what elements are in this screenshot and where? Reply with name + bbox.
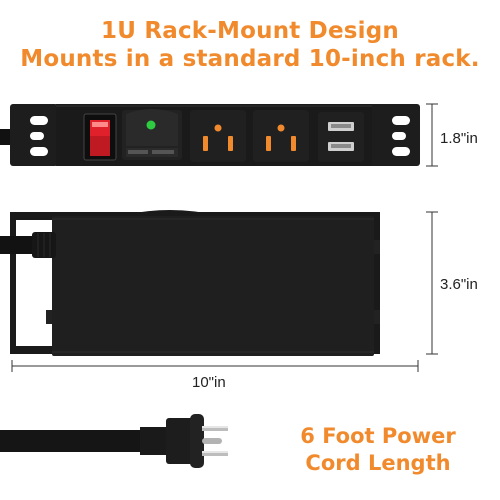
ear-slot — [30, 132, 44, 140]
ear-slot — [30, 147, 48, 156]
front-view — [0, 104, 420, 166]
top-view — [0, 210, 380, 356]
depth-label: 3.6"in — [440, 276, 478, 293]
callout-line-1: 6 Foot Power — [300, 424, 456, 448]
usb-module — [318, 112, 364, 162]
depth-dimension — [426, 211, 438, 355]
plug-ground-pin — [202, 438, 222, 444]
headline-line-2: Mounts in a standard 10-inch rack. — [20, 46, 480, 72]
ear-slot — [392, 147, 410, 156]
outlet-slot — [228, 136, 233, 151]
plug-body — [166, 418, 196, 464]
outlet-slot — [203, 136, 208, 151]
ear-slot — [392, 116, 410, 125]
width-dimension — [11, 360, 419, 372]
unit-body-top — [52, 216, 374, 356]
plug-prong — [202, 426, 228, 431]
outlet-ground-hole — [214, 124, 222, 132]
cord — [0, 430, 168, 452]
ear-slot — [392, 132, 406, 140]
plug-prong — [202, 451, 228, 456]
outlet-1 — [190, 110, 246, 162]
power-cord-plug — [0, 414, 228, 468]
outlet-2 — [253, 110, 309, 162]
outlet-slot — [291, 136, 296, 151]
width-label: 10"in — [192, 374, 226, 391]
plug-face — [190, 414, 204, 468]
headline-line-1: 1U Rack-Mount Design — [101, 18, 399, 44]
outlet-ground-hole — [277, 124, 285, 132]
front-height-label: 1.8"in — [440, 130, 478, 147]
outlet-slot — [266, 136, 271, 151]
ear-slot — [30, 116, 48, 125]
top-view-cord — [0, 236, 40, 254]
callout-line-2: Cord Length — [305, 451, 451, 475]
front-height-dimension — [426, 103, 438, 167]
indicator-green-led — [146, 120, 156, 130]
